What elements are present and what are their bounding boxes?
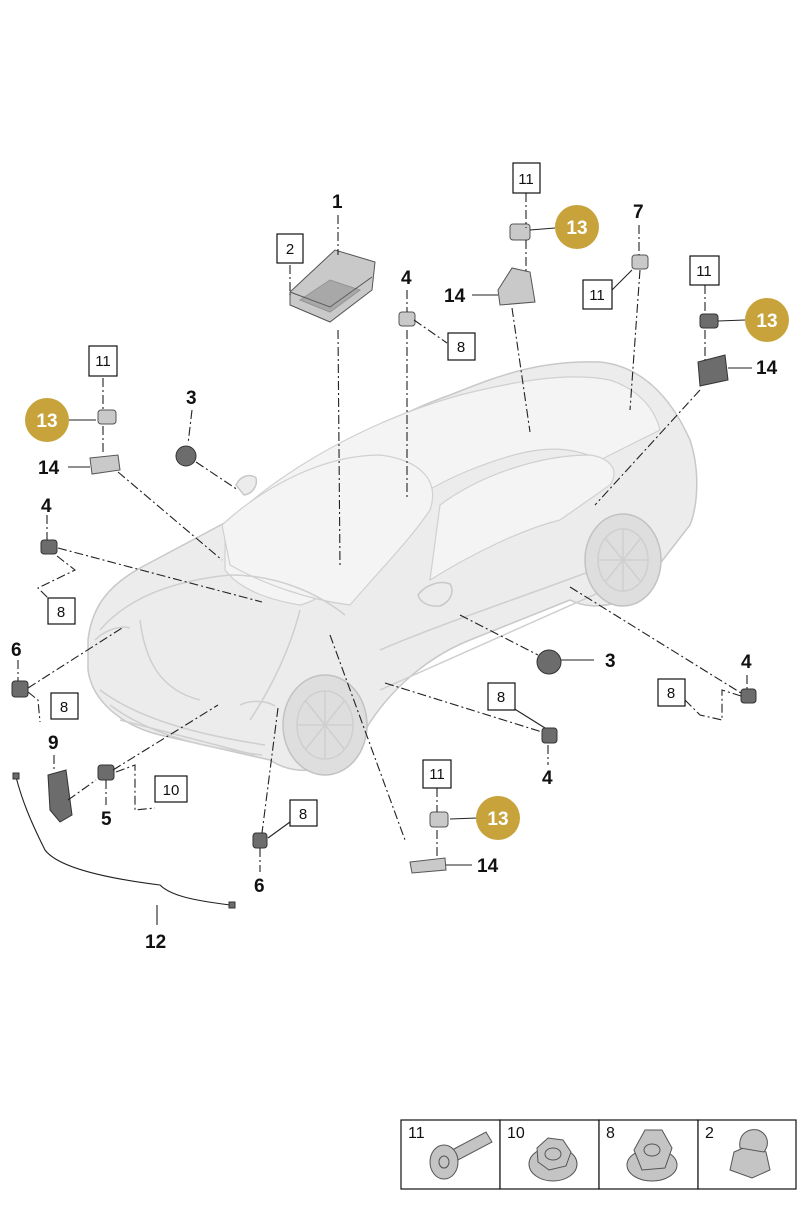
callout-6-bottom: 6 — [254, 876, 265, 897]
sensor-part — [541, 727, 558, 744]
bracket-part — [409, 857, 447, 874]
callout-8-left: 8 — [47, 597, 76, 625]
svg-text:11: 11 — [518, 171, 534, 188]
sensor-part — [252, 832, 268, 849]
hardware-label-10: 10 — [507, 1125, 525, 1142]
sensor-part — [699, 313, 719, 329]
hardware-label-11: 11 — [408, 1125, 425, 1142]
boxed-callouts: 2 8 8 8 8 8 8 10 11 11 11 11 11 — [47, 162, 720, 827]
callout-8-left-low: 8 — [50, 692, 79, 720]
svg-text:8: 8 — [497, 689, 505, 706]
sensor-part — [536, 649, 562, 675]
svg-text:11: 11 — [589, 287, 605, 304]
svg-text:11: 11 — [429, 766, 445, 783]
callout-13-right: 13 — [745, 298, 789, 342]
bolt-icon — [429, 1131, 493, 1180]
connector-part — [228, 901, 236, 909]
sensor-part — [97, 409, 117, 425]
cap-nut-icon — [729, 1129, 771, 1179]
sensor-part — [429, 811, 449, 828]
parts — [11, 223, 757, 909]
callout-3-right: 3 — [605, 651, 616, 672]
callout-6-left: 6 — [11, 640, 22, 661]
sensor-part — [398, 311, 416, 327]
callout-14-top: 14 — [444, 286, 466, 307]
callout-1: 1 — [332, 192, 343, 213]
callout-13-bottom: 13 — [476, 796, 520, 840]
sensor-part — [631, 254, 649, 270]
hardware-table: 11 10 8 2 — [400, 1119, 797, 1190]
plain-callouts: 1 3 3 4 4 4 4 5 6 6 7 9 12 14 14 14 14 — [11, 192, 778, 953]
svg-text:10: 10 — [163, 782, 180, 799]
callout-4-top: 4 — [401, 268, 412, 289]
callout-11-left: 11 — [88, 345, 118, 377]
callout-11-top-right: 11 — [582, 279, 613, 310]
sensor-part — [509, 223, 531, 241]
bracket-part — [497, 267, 536, 306]
control-module-part — [289, 249, 376, 323]
sensor-part — [175, 445, 197, 467]
callout-11-right: 11 — [689, 255, 720, 286]
callout-4-right: 4 — [741, 652, 752, 673]
callout-8-top: 8 — [447, 332, 476, 361]
callout-11-top: 11 — [512, 162, 541, 194]
callout-10: 10 — [154, 775, 188, 803]
callout-4-bottom: 4 — [542, 768, 553, 789]
callout-8-right: 8 — [657, 678, 686, 707]
callout-14-bottom: 14 — [477, 856, 499, 877]
sensor-part — [40, 539, 58, 555]
sensor-part — [97, 764, 115, 781]
svg-text:8: 8 — [299, 806, 307, 823]
car-illustration — [87, 361, 698, 776]
svg-text:8: 8 — [60, 699, 68, 716]
callout-5: 5 — [101, 809, 112, 830]
bracket-part — [89, 454, 121, 475]
sensor-part — [740, 688, 757, 704]
callout-12: 12 — [145, 932, 166, 953]
svg-text:8: 8 — [667, 685, 675, 702]
callout-9: 9 — [48, 733, 59, 754]
svg-text:8: 8 — [457, 339, 465, 356]
callout-8-bottom: 8 — [289, 799, 318, 827]
connector-part — [12, 772, 20, 780]
leader-lines — [17, 193, 752, 925]
svg-text:13: 13 — [756, 311, 777, 332]
hardware-label-2: 2 — [705, 1125, 714, 1142]
bracket-part — [47, 769, 73, 823]
callout-11-bottom: 11 — [422, 759, 452, 789]
sensor-part — [11, 680, 29, 698]
hex-nut-icon — [626, 1129, 678, 1182]
svg-text:13: 13 — [36, 411, 57, 432]
callout-8-mid: 8 — [487, 682, 516, 711]
callout-3-left: 3 — [186, 388, 197, 409]
svg-text:13: 13 — [566, 218, 587, 239]
svg-text:2: 2 — [286, 241, 294, 258]
callout-7: 7 — [633, 202, 644, 223]
svg-text:8: 8 — [57, 604, 65, 621]
flange-nut-icon — [528, 1137, 578, 1182]
highlighted-callouts: 13 13 13 13 — [25, 205, 789, 840]
callout-14-left: 14 — [38, 458, 60, 479]
callout-13-top: 13 — [555, 205, 599, 249]
callout-13-left: 13 — [25, 398, 69, 442]
bracket-part — [697, 354, 729, 387]
callout-4-left: 4 — [41, 496, 52, 517]
svg-text:11: 11 — [696, 263, 712, 280]
svg-text:11: 11 — [95, 353, 111, 370]
wiring-harness-part — [15, 776, 231, 906]
hardware-label-8: 8 — [606, 1125, 615, 1142]
callout-14-right: 14 — [756, 358, 778, 379]
svg-text:13: 13 — [487, 809, 508, 830]
callout-2: 2 — [276, 233, 304, 264]
